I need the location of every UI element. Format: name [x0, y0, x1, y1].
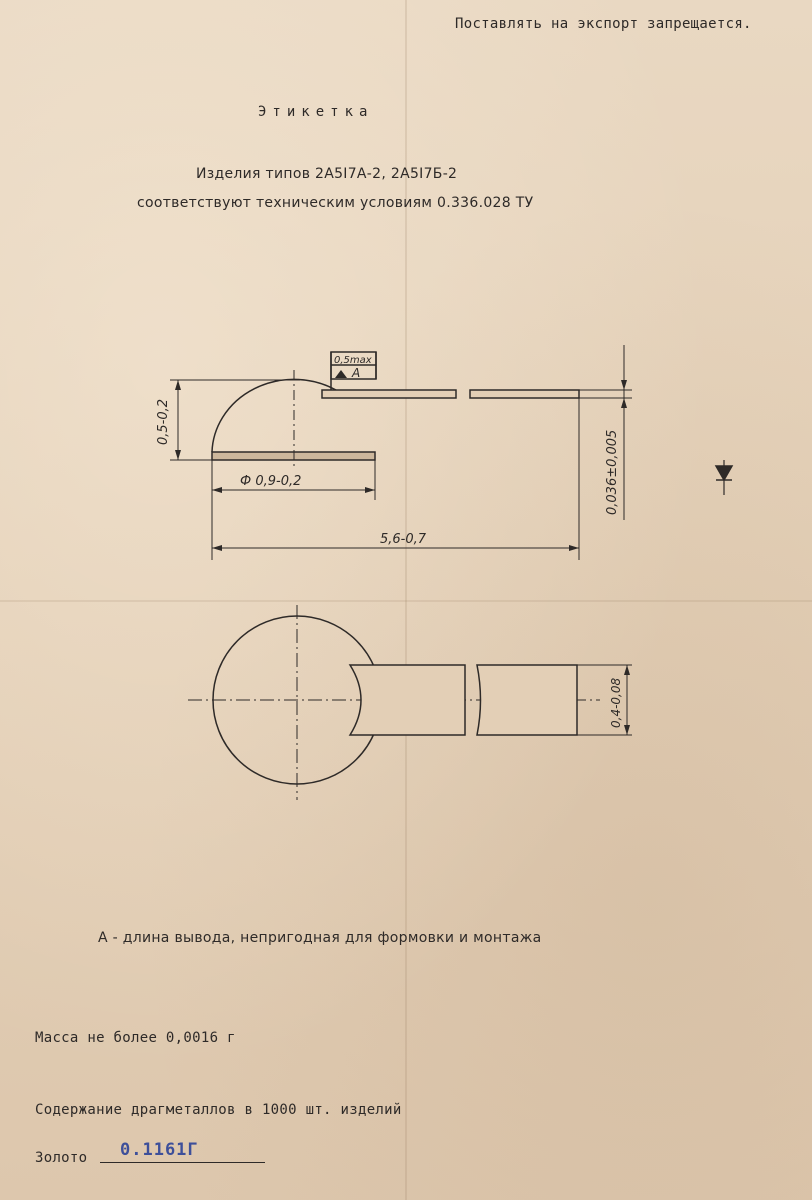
- document-title: Этикетка: [258, 104, 374, 120]
- dome-outline: [211, 378, 337, 453]
- specification-line: соответствуют техническим условиям 0.336…: [137, 195, 534, 211]
- tolerance-value: 0,5max: [334, 355, 372, 366]
- products-line: Изделия типов 2А5I7А-2, 2А5I7Б-2: [196, 166, 458, 182]
- precious-metals-line: Содержание драгметаллов в 1000 шт. издел…: [35, 1102, 402, 1118]
- lead-part-1: [321, 389, 457, 399]
- lead-part-2: [469, 389, 580, 399]
- tolerance-ref-letter: A: [351, 366, 360, 380]
- fold-crease-horizontal: [0, 600, 812, 602]
- dim-diameter-label: Ф 0,9-0,2: [240, 474, 301, 489]
- gold-value-stamp: 0.1161Г: [120, 1140, 199, 1160]
- strip-part-2: [476, 664, 578, 736]
- dim-thickness-label: 0,036±0,005: [605, 430, 620, 515]
- dim-length-label: 5,6-0,7: [380, 532, 427, 547]
- mass-line: Масса не более 0,0016 г: [35, 1030, 236, 1046]
- fold-crease-vertical: [405, 0, 407, 1200]
- lead-length-note: А - длина вывода, непригодная для формов…: [98, 930, 542, 946]
- dim-height-label: 0,5-0,2: [156, 399, 171, 445]
- dim-width-label: 0,4-0,08: [609, 678, 623, 728]
- diode-symbol: [714, 465, 734, 482]
- gold-value-underline: [100, 1162, 265, 1163]
- export-restriction-note: Поставлять на экспорт запрещается.: [455, 16, 752, 32]
- strip-part-1: [348, 664, 466, 736]
- gold-label: Золото: [35, 1150, 88, 1166]
